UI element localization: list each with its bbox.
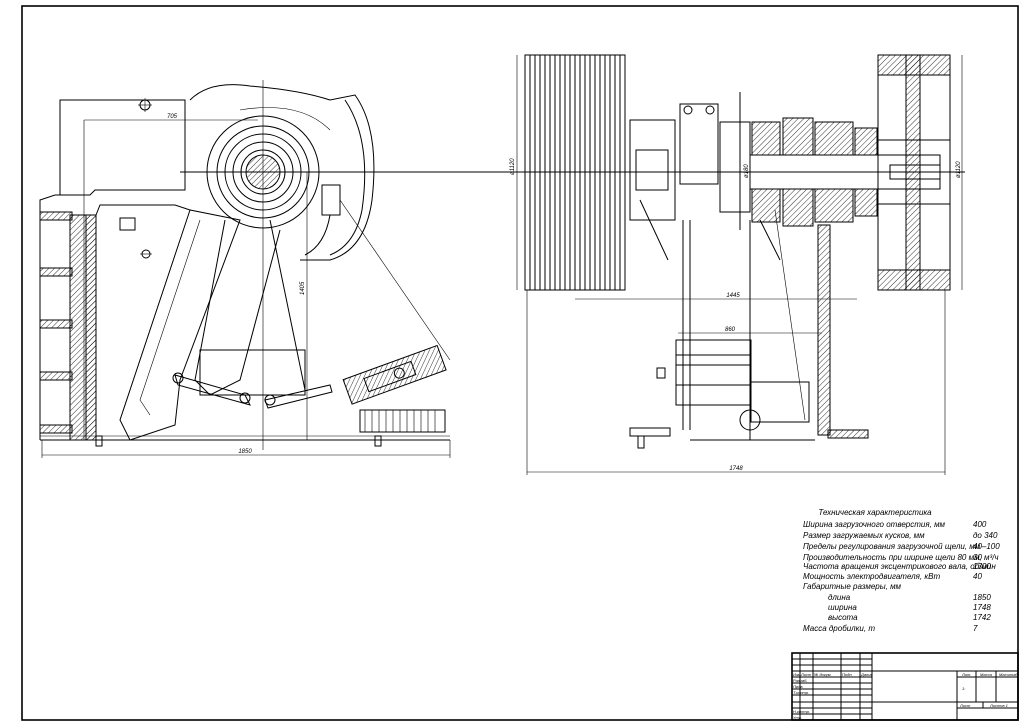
spec-label: Производительность при ширине щели 80 мм… xyxy=(803,553,999,562)
spec-value: 40 xyxy=(973,572,982,581)
tb-sheet: Лист xyxy=(959,703,971,708)
front-view-crusher: ø1120 ø180 xyxy=(500,54,965,475)
spec-value: 30 xyxy=(973,553,982,562)
spec-value: 7 xyxy=(973,624,978,633)
tb-date: Дата xyxy=(860,672,872,677)
moving-jaw xyxy=(119,209,241,441)
toggle-plate-rear xyxy=(264,384,333,409)
dim-pulley-diameter: ø1120 xyxy=(510,158,516,175)
tb-prov: Пров. xyxy=(793,684,804,689)
spec-title: Техническая характеристика xyxy=(818,508,932,517)
dim-inner-label: 860 xyxy=(725,327,736,333)
pulley-guard xyxy=(189,84,375,261)
spec-label: длина xyxy=(828,593,851,602)
spec-value: 1748 xyxy=(973,603,991,612)
tb-scale: Масштаб xyxy=(999,672,1018,677)
dim-top-label: 705 xyxy=(167,114,178,120)
front-ribs xyxy=(39,211,73,440)
spec-label: высота xyxy=(828,613,858,622)
tb-scale-value: 1: xyxy=(962,686,965,691)
technical-specification: Техническая характеристика Ширина загруз… xyxy=(803,508,1000,633)
spec-label: Масса дробилки, т xyxy=(803,624,875,633)
spec-label: Размер загружаемых кусков, мм xyxy=(803,531,925,540)
dim-width-label: 1748 xyxy=(729,466,743,472)
toggle-block xyxy=(675,339,752,406)
dim-length-label: 1850 xyxy=(238,449,252,455)
flywheel xyxy=(877,54,951,291)
side-view-crusher: 1850 705 1405 xyxy=(39,80,500,458)
tb-razrab: Разраб. xyxy=(793,678,807,683)
spec-value: 400 xyxy=(973,520,987,529)
spec-label: Габаритные размеры, мм xyxy=(803,582,902,591)
spec-value: до 340 xyxy=(973,531,998,540)
sheet-frame xyxy=(21,5,1019,721)
spec-label: ширина xyxy=(828,603,857,612)
tb-izm: Изм. xyxy=(793,672,802,677)
tb-nkontr: Н.контр. xyxy=(793,709,810,714)
spec-label: Пределы регулирования загрузочной щели, … xyxy=(803,542,981,551)
side-wall xyxy=(817,224,831,436)
spec-value: 1300 xyxy=(973,562,991,571)
tb-sign: Подп. xyxy=(842,672,853,677)
spec-value: 1742 xyxy=(973,613,991,622)
spec-label: Частота вращения эксцентрикового вала, о… xyxy=(803,562,996,571)
tb-tkontr: Т.контр. xyxy=(793,690,809,695)
tension-spring-assembly xyxy=(342,344,447,405)
spring xyxy=(359,409,446,433)
spec-value: 1850 xyxy=(973,593,991,602)
dim-bore: ø180 xyxy=(744,164,750,178)
spec-label: Ширина загрузочного отверстия, мм xyxy=(803,520,946,529)
dim-height-label: 1405 xyxy=(300,281,306,295)
dim-shaft-label: 1445 xyxy=(726,293,740,299)
tb-utv: Утв. xyxy=(793,715,802,720)
toggle-plate-front xyxy=(174,374,251,406)
left-bearing-housing xyxy=(629,119,676,221)
connecting-rod xyxy=(194,219,281,396)
tb-mass: Масса xyxy=(980,672,993,677)
tb-lit: Лит. xyxy=(961,672,971,677)
dim-flywheel-diameter: ø1120 xyxy=(956,161,962,178)
tb-list: Лист xyxy=(800,672,812,677)
main-bearings xyxy=(751,117,878,227)
tb-doc: № докум. xyxy=(814,672,832,677)
title-block: Изм. Лист № докум. Подп. Дата Разраб. Пр… xyxy=(791,652,1019,721)
spec-value: 40–100 xyxy=(973,542,1000,551)
tb-sheets: Листов 1 xyxy=(989,703,1008,708)
spec-label: Мощность электродвигателя, кВт xyxy=(803,572,940,581)
